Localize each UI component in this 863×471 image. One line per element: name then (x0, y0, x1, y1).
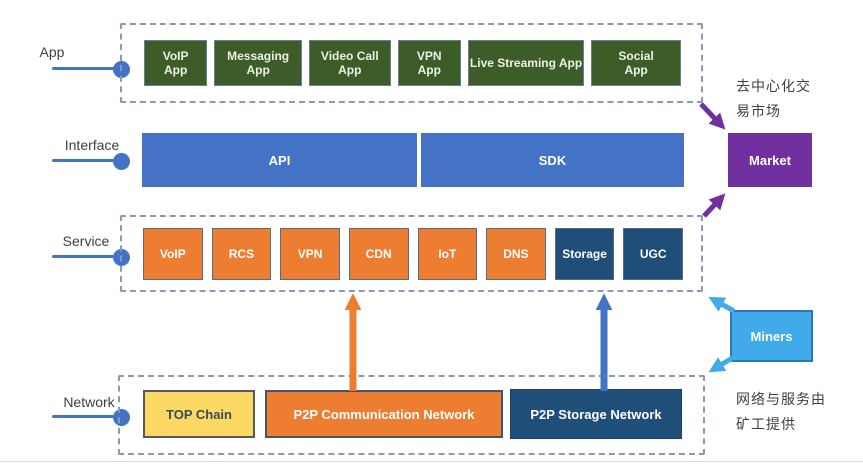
network-connector-line (52, 415, 116, 418)
service-box-iot: IoT (417, 227, 478, 280)
app-box-voip-app: VoIP App (144, 40, 208, 86)
miners-box: Miners (730, 310, 813, 362)
service-box-dns: DNS (486, 227, 546, 280)
miners-caption: 网络与服务由 矿工提供 (736, 391, 826, 432)
layer-label-app: App (39, 44, 65, 60)
network-box-p2p-storage: P2P Storage Network (510, 389, 682, 439)
slide-bottom-edge (0, 461, 863, 462)
service-box-storage: Storage (554, 227, 615, 280)
service-box-vpn: VPN (280, 227, 340, 280)
service-layer-container: VoIP RCS VPN CDN IoT DNS Storage UGC (120, 215, 703, 292)
app-box-social-app: Social App (591, 40, 681, 86)
network-box-p2p-communication: P2P Communication Network (265, 390, 503, 438)
layer-label-network: Network (63, 394, 115, 410)
network-layer-container (118, 375, 705, 455)
arrow-app-to-market (699, 102, 726, 130)
app-layer-container: VoIP App Messaging App Video Call App VP… (120, 23, 703, 103)
service-connector-line (52, 255, 116, 258)
app-box-vpn-app: VPN App (397, 40, 461, 86)
app-box-messaging-app: Messaging App (214, 40, 302, 86)
network-box-top-chain: TOP Chain (143, 390, 255, 438)
market-caption: 去中心化交 易市场 (736, 78, 811, 119)
interface-box-sdk: SDK (421, 133, 684, 187)
arrow-service-to-market (702, 193, 726, 218)
network-connector-dot (113, 409, 130, 426)
service-box-cdn: CDN (348, 227, 409, 280)
interface-connector-line (52, 159, 116, 162)
service-box-voip: VoIP (143, 227, 203, 280)
layer-label-service: Service (62, 233, 110, 249)
interface-connector-dot (113, 153, 130, 170)
app-box-live-streaming-app: Live Streaming App (467, 40, 585, 86)
market-box: Market (728, 133, 812, 187)
service-box-rcs: RCS (211, 227, 272, 280)
layer-label-interface: Interface (64, 137, 120, 153)
interface-box-api: API (142, 133, 417, 187)
app-connector-line (52, 67, 116, 70)
app-box-video-call-app: Video Call App (309, 40, 391, 86)
service-box-ugc: UGC (623, 227, 683, 280)
